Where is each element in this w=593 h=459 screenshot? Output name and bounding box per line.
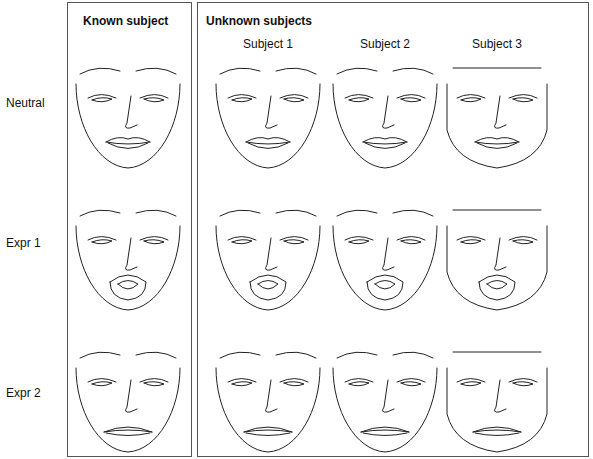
face-drawing	[447, 210, 547, 310]
subject-group-box: Known subject	[67, 2, 192, 457]
row-label: Neutral	[6, 96, 45, 110]
face-drawing	[76, 352, 180, 452]
subject-group-box: Unknown subjects	[197, 2, 589, 457]
subject-label: Subject 2	[360, 37, 410, 51]
group-heading: Unknown subjects	[206, 14, 312, 28]
face-drawing	[333, 68, 437, 168]
face-drawing	[76, 68, 180, 168]
group-heading: Known subject	[83, 14, 168, 28]
face-drawing	[447, 68, 547, 168]
row-label: Expr 2	[6, 386, 41, 400]
subject-label: Subject 3	[472, 37, 522, 51]
face-drawing	[447, 352, 547, 452]
face-drawing	[216, 210, 320, 310]
face-drawing	[333, 352, 437, 452]
face-drawing	[76, 210, 180, 310]
face-drawing	[216, 352, 320, 452]
row-label: Expr 1	[6, 236, 41, 250]
face-drawing	[333, 210, 437, 310]
subject-label: Subject 1	[243, 37, 293, 51]
face-drawing	[216, 68, 320, 168]
